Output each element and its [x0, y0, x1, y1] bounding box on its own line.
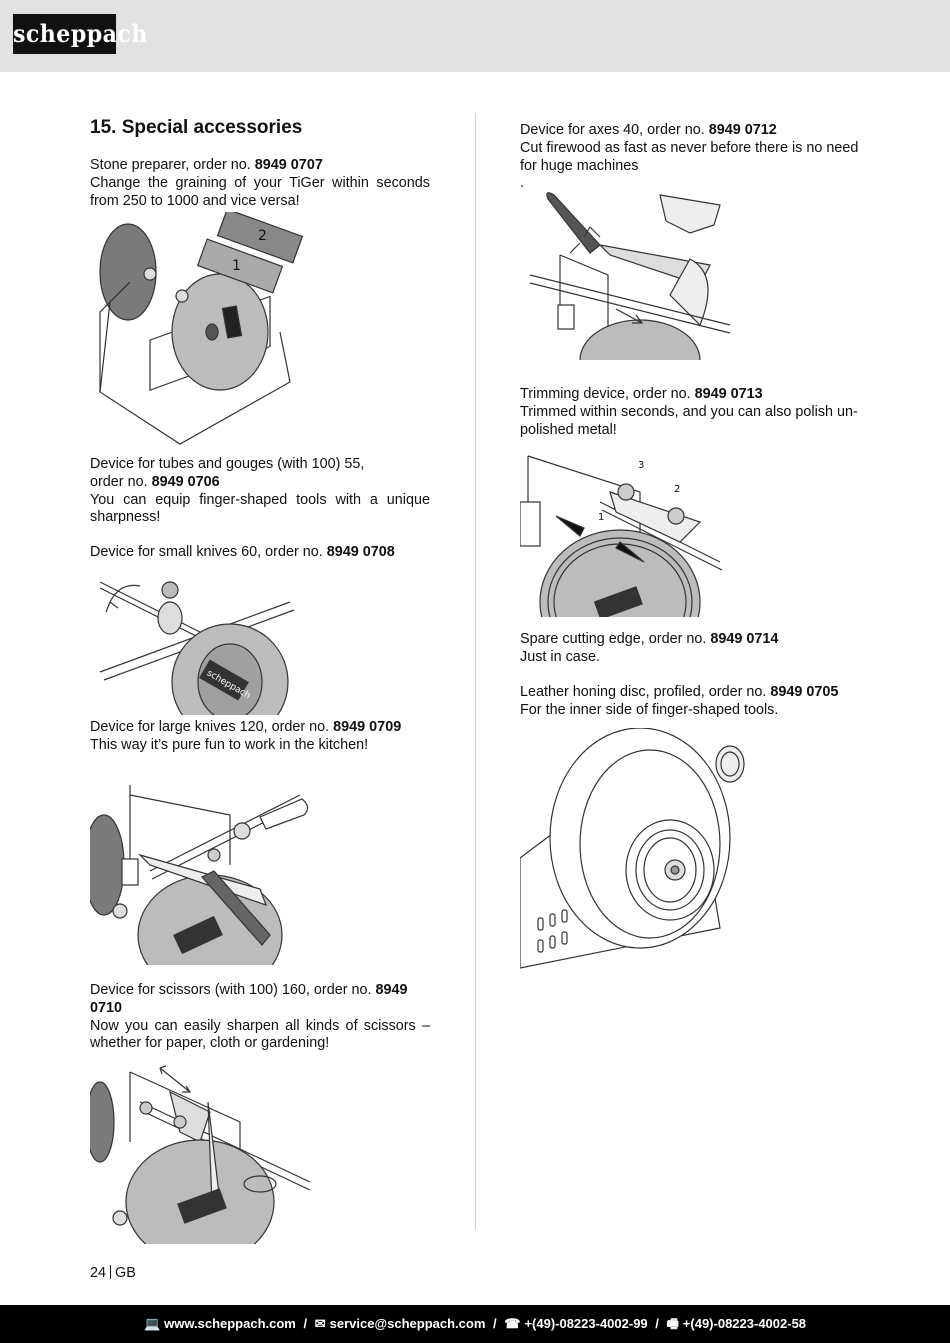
email-icon: ✉ — [314, 1316, 326, 1331]
scissors-order-no-a: 8949 — [375, 982, 408, 998]
leather-disc-order-no: 8949 0705 — [770, 684, 839, 700]
computer-icon: 💻 — [143, 1316, 161, 1331]
leather-disc-text: Leather honing disc, profiled, order no.… — [520, 684, 865, 720]
stone-preparer-figure: 2 1 — [90, 212, 320, 448]
tubes-order-prefix: order no. — [90, 473, 152, 490]
leather-disc-label: Leather honing disc, profiled, order no. — [520, 684, 771, 700]
footer-website[interactable]: www.scheppach.com — [164, 1316, 296, 1331]
small-knives-label: Device for small knives 60, order no. — [90, 544, 327, 560]
trimming-device-text: Trimming device, order no. 8949 0713 Tri… — [520, 386, 865, 439]
axes-order-no: 8949 0712 — [708, 122, 777, 138]
large-knives-text: Device for large knives 120, order no. 8… — [90, 719, 430, 755]
spare-edge-desc: Just in case. — [520, 648, 600, 665]
tubes-device-text: Device for tubes and gouges (with 100) 5… — [90, 456, 430, 527]
scissors-label: Device for scissors (with 100) 160, orde… — [90, 982, 376, 998]
page-footer: 💻www.scheppach.com / ✉service@scheppach.… — [0, 1305, 950, 1343]
footer-sep-2: / — [489, 1316, 501, 1331]
stone-preparer-order-no: 8949 0707 — [254, 157, 323, 173]
stone-label-1: 1 — [232, 258, 241, 274]
stone-preparer-desc: Change the graining of your TiGer within… — [90, 174, 430, 209]
large-knives-figure — [90, 785, 310, 965]
trimming-label: Trimming device, order no. — [520, 386, 695, 402]
axes-figure — [520, 185, 740, 360]
footer-sep-1: / — [299, 1316, 311, 1331]
tubes-device-label: Device for tubes and gouges (with 100) 5… — [90, 456, 365, 472]
stone-preparer-label: Stone preparer, order no. — [90, 157, 255, 173]
stone-label-2: 2 — [258, 228, 267, 244]
small-knives-text: Device for small knives 60, order no. 89… — [90, 544, 430, 562]
fax-icon: 🖷 — [666, 1316, 679, 1331]
axes-label: Device for axes 40, order no. — [520, 122, 709, 138]
small-knives-order-no: 8949 0708 — [326, 544, 395, 560]
trimming-device-desc: Trimmed within seconds, and you can also… — [520, 403, 858, 438]
trim-label-3: 3 — [638, 460, 644, 471]
scissors-device-desc: Now you can easily sharpen all kinds of … — [90, 1017, 430, 1052]
scissors-device-text: Device for scissors (with 100) 160, orde… — [90, 982, 430, 1053]
axes-dot: . — [520, 175, 524, 192]
trimming-order-no: 8949 0713 — [694, 386, 763, 402]
footer-fax[interactable]: +(49)-08223-4002-58 — [682, 1316, 807, 1331]
brand-logo: scheppach — [13, 14, 147, 54]
page-number-separator — [110, 1265, 112, 1279]
leather-disc-desc: For the inner side of finger-shaped tool… — [520, 701, 779, 718]
page-language: GB — [115, 1265, 136, 1281]
footer-phone[interactable]: +(49)-08223-4002-99 — [524, 1316, 648, 1331]
footer-sep-3: / — [651, 1316, 663, 1331]
spare-edge-text: Spare cutting edge, order no. 8949 0714 … — [520, 631, 865, 667]
stone-preparer-text: Stone preparer, order no. 8949 0707 Chan… — [90, 157, 430, 210]
tubes-device-desc: You can equip finger-shaped tools with a… — [90, 491, 430, 526]
spare-edge-order-no: 8949 0714 — [710, 631, 779, 647]
axes-device-desc: Cut firewood as fast as never before the… — [520, 139, 859, 174]
phone-icon: ☎ — [504, 1316, 521, 1331]
large-knives-order-no: 8949 0709 — [333, 719, 402, 735]
trim-label-1: 1 — [598, 512, 604, 523]
footer-email[interactable]: service@scheppach.com — [329, 1316, 486, 1331]
tubes-order-no: 8949 0706 — [151, 473, 220, 490]
page-number: 24 GB — [90, 1265, 136, 1281]
spare-edge-label: Spare cutting edge, order no. — [520, 631, 711, 647]
scissors-order-no-b: 0710 — [90, 999, 123, 1016]
large-knives-label: Device for large knives 120, order no. — [90, 719, 334, 735]
leather-disc-figure — [520, 728, 760, 984]
scissors-figure — [90, 1062, 310, 1244]
page-number-value: 24 — [90, 1265, 107, 1281]
column-divider — [475, 113, 476, 1230]
small-knives-figure: scheppach — [90, 572, 300, 715]
trimming-figure: 3 2 1 — [520, 452, 725, 617]
page-header: scheppach — [0, 0, 950, 72]
large-knives-desc: This way it’s pure fun to work in the ki… — [90, 736, 369, 753]
axes-device-text: Device for axes 40, order no. 8949 0712 … — [520, 122, 865, 193]
section-title: 15. Special accessories — [90, 117, 303, 138]
trim-label-2: 2 — [674, 484, 680, 495]
